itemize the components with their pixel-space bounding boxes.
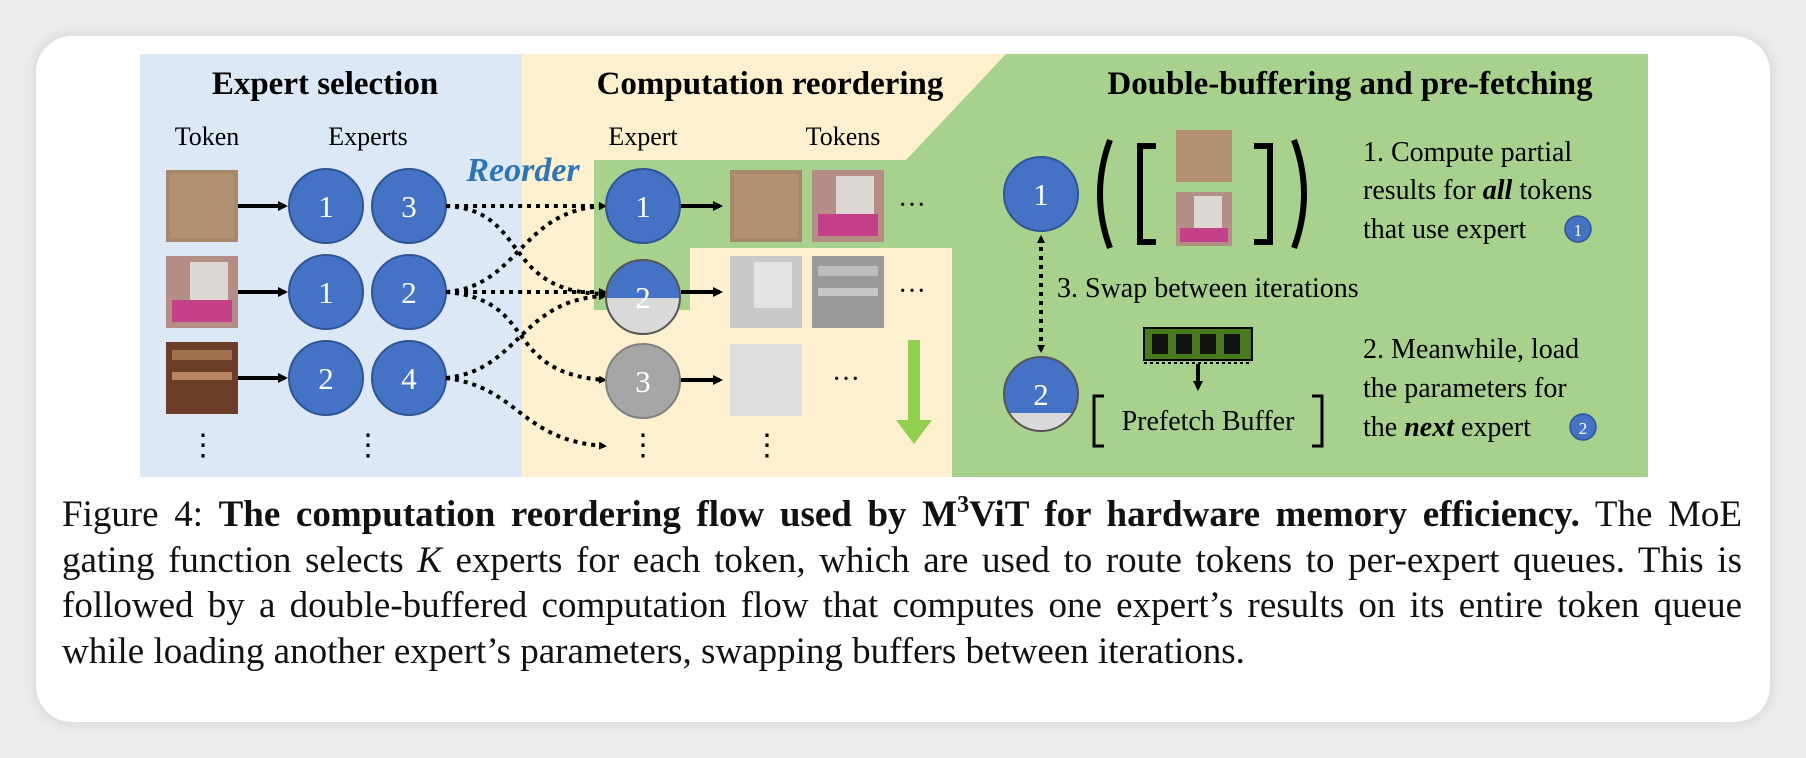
horizontal-ellipsis: ··· (898, 190, 926, 221)
caption-title: The computation reordering flow used by … (218, 492, 1580, 535)
expert-badge: 2 (1569, 413, 1597, 441)
step1-text: results for all tokens (1363, 175, 1592, 206)
batched-compute-brackets (1097, 138, 1307, 250)
svg-text:1: 1 (1574, 221, 1583, 240)
figure-caption: Figure 4: The computation reordering flo… (62, 492, 1742, 674)
caption-math-k: K (417, 539, 442, 581)
svg-text:2: 2 (1033, 377, 1049, 412)
expert-column-label: Expert (608, 122, 678, 151)
horizontal-ellipsis: ··· (898, 276, 926, 307)
step2-text: the next expert (1363, 412, 1531, 443)
caption-text: experts for each token, which are used t… (62, 539, 1742, 672)
expert-circle: 1 (288, 168, 364, 244)
svg-text:1: 1 (635, 189, 651, 224)
svg-text:1: 1 (318, 275, 334, 310)
panel2-title: Computation reordering (597, 66, 944, 102)
vertical-ellipsis: ⋮ (353, 429, 383, 462)
vertical-ellipsis: ⋮ (752, 429, 782, 462)
svg-text:2: 2 (1579, 419, 1588, 438)
svg-text:4: 4 (401, 361, 417, 396)
token-column-label: Token (175, 122, 240, 151)
expert-circle: 1 (288, 254, 364, 330)
caption-text: The MoE gating function selects (62, 494, 1742, 581)
expert-badge: 1 (1564, 215, 1592, 243)
caption-label: Figure 4: (62, 494, 219, 535)
batched-token-image (1176, 130, 1232, 182)
processing-order-arrow (896, 340, 932, 444)
tokens-column-label: Tokens (806, 122, 881, 151)
vertical-ellipsis: ⋮ (628, 429, 658, 462)
svg-text:2: 2 (401, 275, 417, 310)
svg-text:1: 1 (1033, 177, 1049, 212)
expert-circle: 4 (371, 340, 447, 416)
active-expert-circle: 1 (1003, 156, 1079, 232)
svg-text:1: 1 (318, 189, 334, 224)
step2-text: 2. Meanwhile, load (1363, 334, 1579, 365)
expert-circle: 2 (288, 340, 364, 416)
prefetch-buffer: Prefetch Buffer (1092, 394, 1324, 448)
reorder-label: Reorder (465, 152, 580, 189)
step1-text: that use expert (1363, 214, 1526, 245)
panel3-title: Double-buffering and pre-fetching (1107, 66, 1593, 102)
svg-text:3: 3 (635, 364, 651, 399)
svg-text:2: 2 (635, 280, 651, 315)
experts-column-label: Experts (328, 122, 407, 151)
step3-text: 3. Swap between iterations (1057, 273, 1359, 304)
step2-text: the parameters for (1363, 373, 1567, 404)
memory-chip-icon (1143, 327, 1253, 364)
expert-queue-circle-inactive: 3 (605, 343, 681, 419)
vertical-ellipsis: ⋮ (188, 429, 218, 462)
expert-queue-circle: 1 (605, 168, 681, 244)
step1-text: 1. Compute partial (1363, 137, 1572, 168)
svg-text:2: 2 (318, 361, 334, 396)
panel1-title: Expert selection (212, 66, 438, 102)
svg-text:Prefetch Buffer: Prefetch Buffer (1122, 406, 1296, 437)
panel-double-buffering (952, 54, 1648, 477)
queued-token-image (730, 344, 802, 416)
svg-text:3: 3 (401, 189, 417, 224)
expert-circle: 2 (371, 254, 447, 330)
routing-arrows (445, 202, 607, 450)
horizontal-ellipsis: ··· (832, 364, 860, 395)
reorder-highlight (594, 54, 1006, 477)
figure-diagram: Expert selection Token Experts 1 3 1 2 2… (140, 54, 1648, 477)
expert-circle: 3 (371, 168, 447, 244)
prefetch-expert-circle: 2 (1003, 356, 1079, 432)
